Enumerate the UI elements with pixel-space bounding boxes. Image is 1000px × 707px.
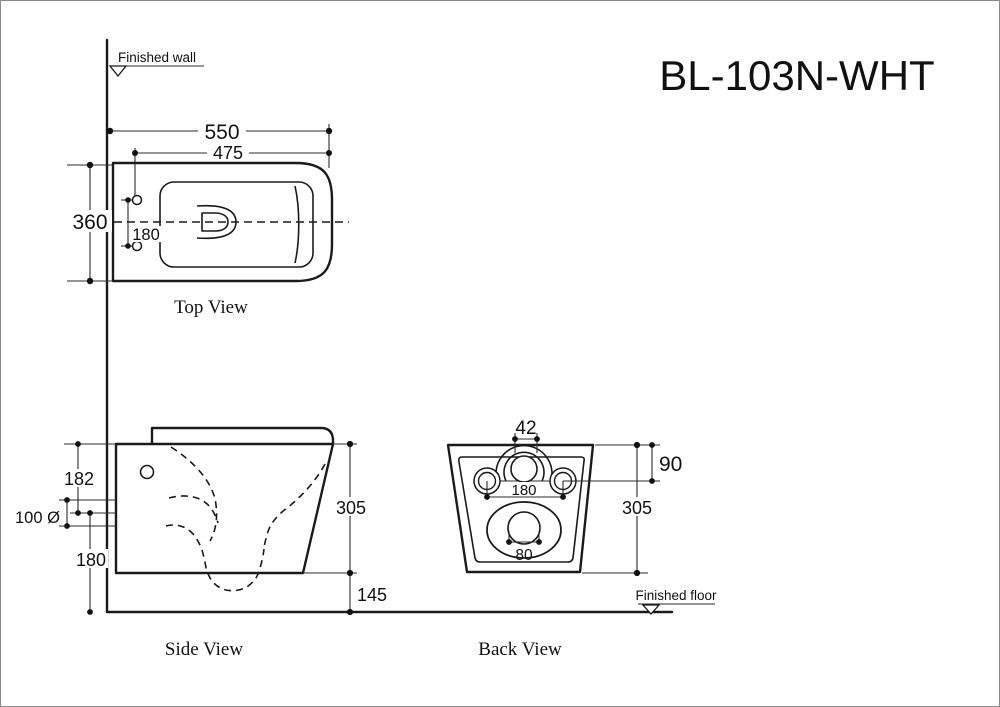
- dim-80-text: 80: [515, 547, 533, 564]
- side-view: 182 100 Ø 180 305 145 Side View: [15, 426, 387, 660]
- dim-305-back-text: 305: [622, 498, 652, 518]
- side-view-right-dims: 305 145: [303, 440, 387, 616]
- side-view-trapway-dashed: [165, 446, 326, 592]
- floor-datum: Finished floor: [105, 588, 717, 615]
- dim-90-text: 90: [659, 453, 682, 476]
- back-view-right-dims: 90 305: [563, 441, 682, 577]
- top-view-seat-rim: [159, 181, 314, 268]
- back-view-inner-outline: [458, 456, 585, 563]
- side-view-mounting-hole: [139, 464, 155, 480]
- top-view-flush-outlet: [196, 204, 237, 240]
- back-view-label: Back View: [478, 639, 562, 660]
- side-view-left-dims: 182 100 Ø 180: [15, 441, 116, 615]
- dim-475-text: 475: [213, 143, 243, 163]
- dim-182-text: 182: [64, 469, 94, 489]
- floor-datum-triangle-icon: [641, 604, 661, 615]
- side-view-label: Side View: [165, 639, 243, 660]
- top-view-bowl-outline: [111, 161, 334, 283]
- model-title: BL-103N-WHT: [659, 52, 934, 99]
- back-view-inlet: [495, 444, 553, 483]
- dim-145-text: 145: [357, 585, 387, 605]
- dim-180-side-text: 180: [76, 550, 106, 570]
- finished-floor-label: Finished floor: [635, 588, 717, 603]
- wall-datum: Finished wall: [105, 38, 204, 614]
- top-view-label: Top View: [174, 297, 248, 318]
- side-view-body-outline: [114, 442, 335, 575]
- side-view-seat-lid: [150, 426, 335, 446]
- dim-42-text: 42: [515, 418, 536, 439]
- dim-180-top-text: 180: [132, 226, 160, 244]
- back-view-body-outline: [446, 443, 595, 574]
- back-view: 42 180: [446, 418, 682, 660]
- top-view-mounting-holes: 180: [121, 194, 162, 252]
- dim-inlet: 42: [512, 418, 540, 453]
- finished-wall-label: Finished wall: [118, 50, 196, 65]
- dim-305-side-text: 305: [336, 498, 366, 518]
- top-view-rim-inner-curve: [294, 185, 300, 264]
- dim-hole-spacing-back: 180: [484, 481, 566, 500]
- dim-overall-width: 360: [67, 161, 113, 285]
- dim-100-dia-text: 100 Ø: [15, 509, 60, 527]
- back-view-drain: 80: [486, 501, 562, 564]
- dim-360-text: 360: [72, 211, 107, 234]
- top-view: 550 475: [67, 119, 349, 318]
- dim-550-text: 550: [204, 121, 239, 144]
- dim-rim-length: 475: [132, 143, 332, 196]
- wall-datum-triangle-icon: [108, 65, 128, 78]
- dim-180-back-text: 180: [511, 482, 536, 499]
- dim-overall-length: 550: [106, 119, 333, 168]
